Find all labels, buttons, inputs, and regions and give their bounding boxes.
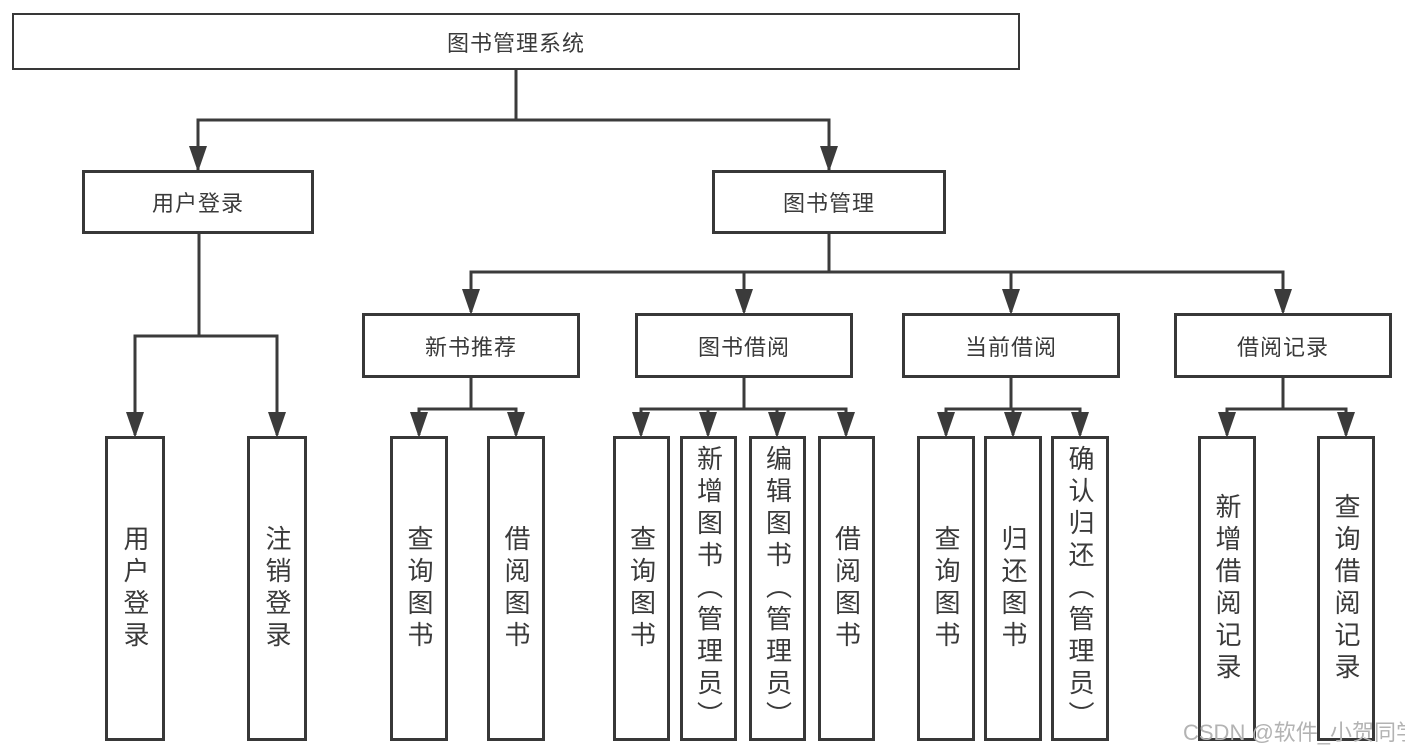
leaf-user-login: 用户登录 — [105, 436, 165, 741]
leaf-label: 查询图书 — [404, 524, 434, 653]
node-new-book-recommend: 新书推荐 — [362, 313, 580, 378]
leaf-borrow-borrow-books: 借阅图书 — [818, 436, 875, 741]
connector-root-to-level2 — [196, 68, 831, 170]
leaf-label: 新增图书（管理员） — [693, 444, 724, 733]
arrowheads — [126, 146, 1355, 438]
csdn-watermark: CSDN @软件_小贺同学 — [1183, 720, 1405, 745]
node-label: 新书推荐 — [424, 334, 517, 360]
leaf-borrow-edit-books-admin: 编辑图书（管理员） — [749, 436, 806, 741]
leaf-label: 借阅图书 — [831, 524, 862, 653]
connector-borrow-records-children — [1225, 376, 1348, 435]
leaf-label: 借阅图书 — [501, 524, 531, 653]
leaf-label: 查询图书 — [626, 524, 657, 653]
leaf-borrow-add-books-admin: 新增图书（管理员） — [680, 436, 737, 741]
connector-book-management-to-level3 — [469, 232, 1285, 312]
connector-book-borrow-children — [639, 376, 848, 435]
node-label: 借阅记录 — [1236, 334, 1329, 360]
node-library-system: 图书管理系统 — [12, 13, 1020, 70]
leaf-label: 查询借阅记录 — [1331, 492, 1361, 685]
node-label: 图书管理系统 — [446, 30, 585, 56]
leaf-recommend-borrow-books: 借阅图书 — [487, 436, 545, 741]
leaf-current-confirm-return-admin: 确认归还（管理员） — [1051, 436, 1109, 741]
leaf-logout: 注销登录 — [247, 436, 307, 741]
leaf-recommend-query-books: 查询图书 — [390, 436, 448, 741]
leaf-borrow-query-books: 查询图书 — [613, 436, 670, 741]
leaf-label: 查询图书 — [931, 524, 961, 653]
node-book-borrow: 图书借阅 — [635, 313, 853, 378]
node-label: 用户登录 — [151, 191, 244, 216]
node-label: 图书借阅 — [697, 334, 790, 360]
leaf-label: 新增借阅记录 — [1212, 492, 1242, 685]
leaf-label: 用户登录 — [120, 524, 150, 653]
node-user-login: 用户登录 — [82, 170, 314, 234]
node-borrow-records: 借阅记录 — [1174, 313, 1392, 378]
leaf-current-return-books: 归还图书 — [984, 436, 1042, 741]
node-book-management: 图书管理 — [712, 170, 946, 234]
leaf-label: 编辑图书（管理员） — [762, 444, 793, 733]
leaf-records-query-borrow-record: 查询借阅记录 — [1317, 436, 1375, 741]
node-current-borrow: 当前借阅 — [902, 313, 1120, 378]
leaf-label: 注销登录 — [262, 524, 292, 653]
connector-user-login-children — [133, 232, 279, 435]
leaf-current-query-books: 查询图书 — [917, 436, 975, 741]
node-label: 当前借阅 — [964, 334, 1057, 360]
node-label: 图书管理 — [782, 191, 875, 216]
leaf-label: 归还图书 — [998, 524, 1028, 653]
leaf-label: 确认归还（管理员） — [1065, 444, 1095, 733]
leaf-records-add-borrow-record: 新增借阅记录 — [1198, 436, 1256, 741]
connector-new-book-recommend-children — [417, 376, 518, 435]
